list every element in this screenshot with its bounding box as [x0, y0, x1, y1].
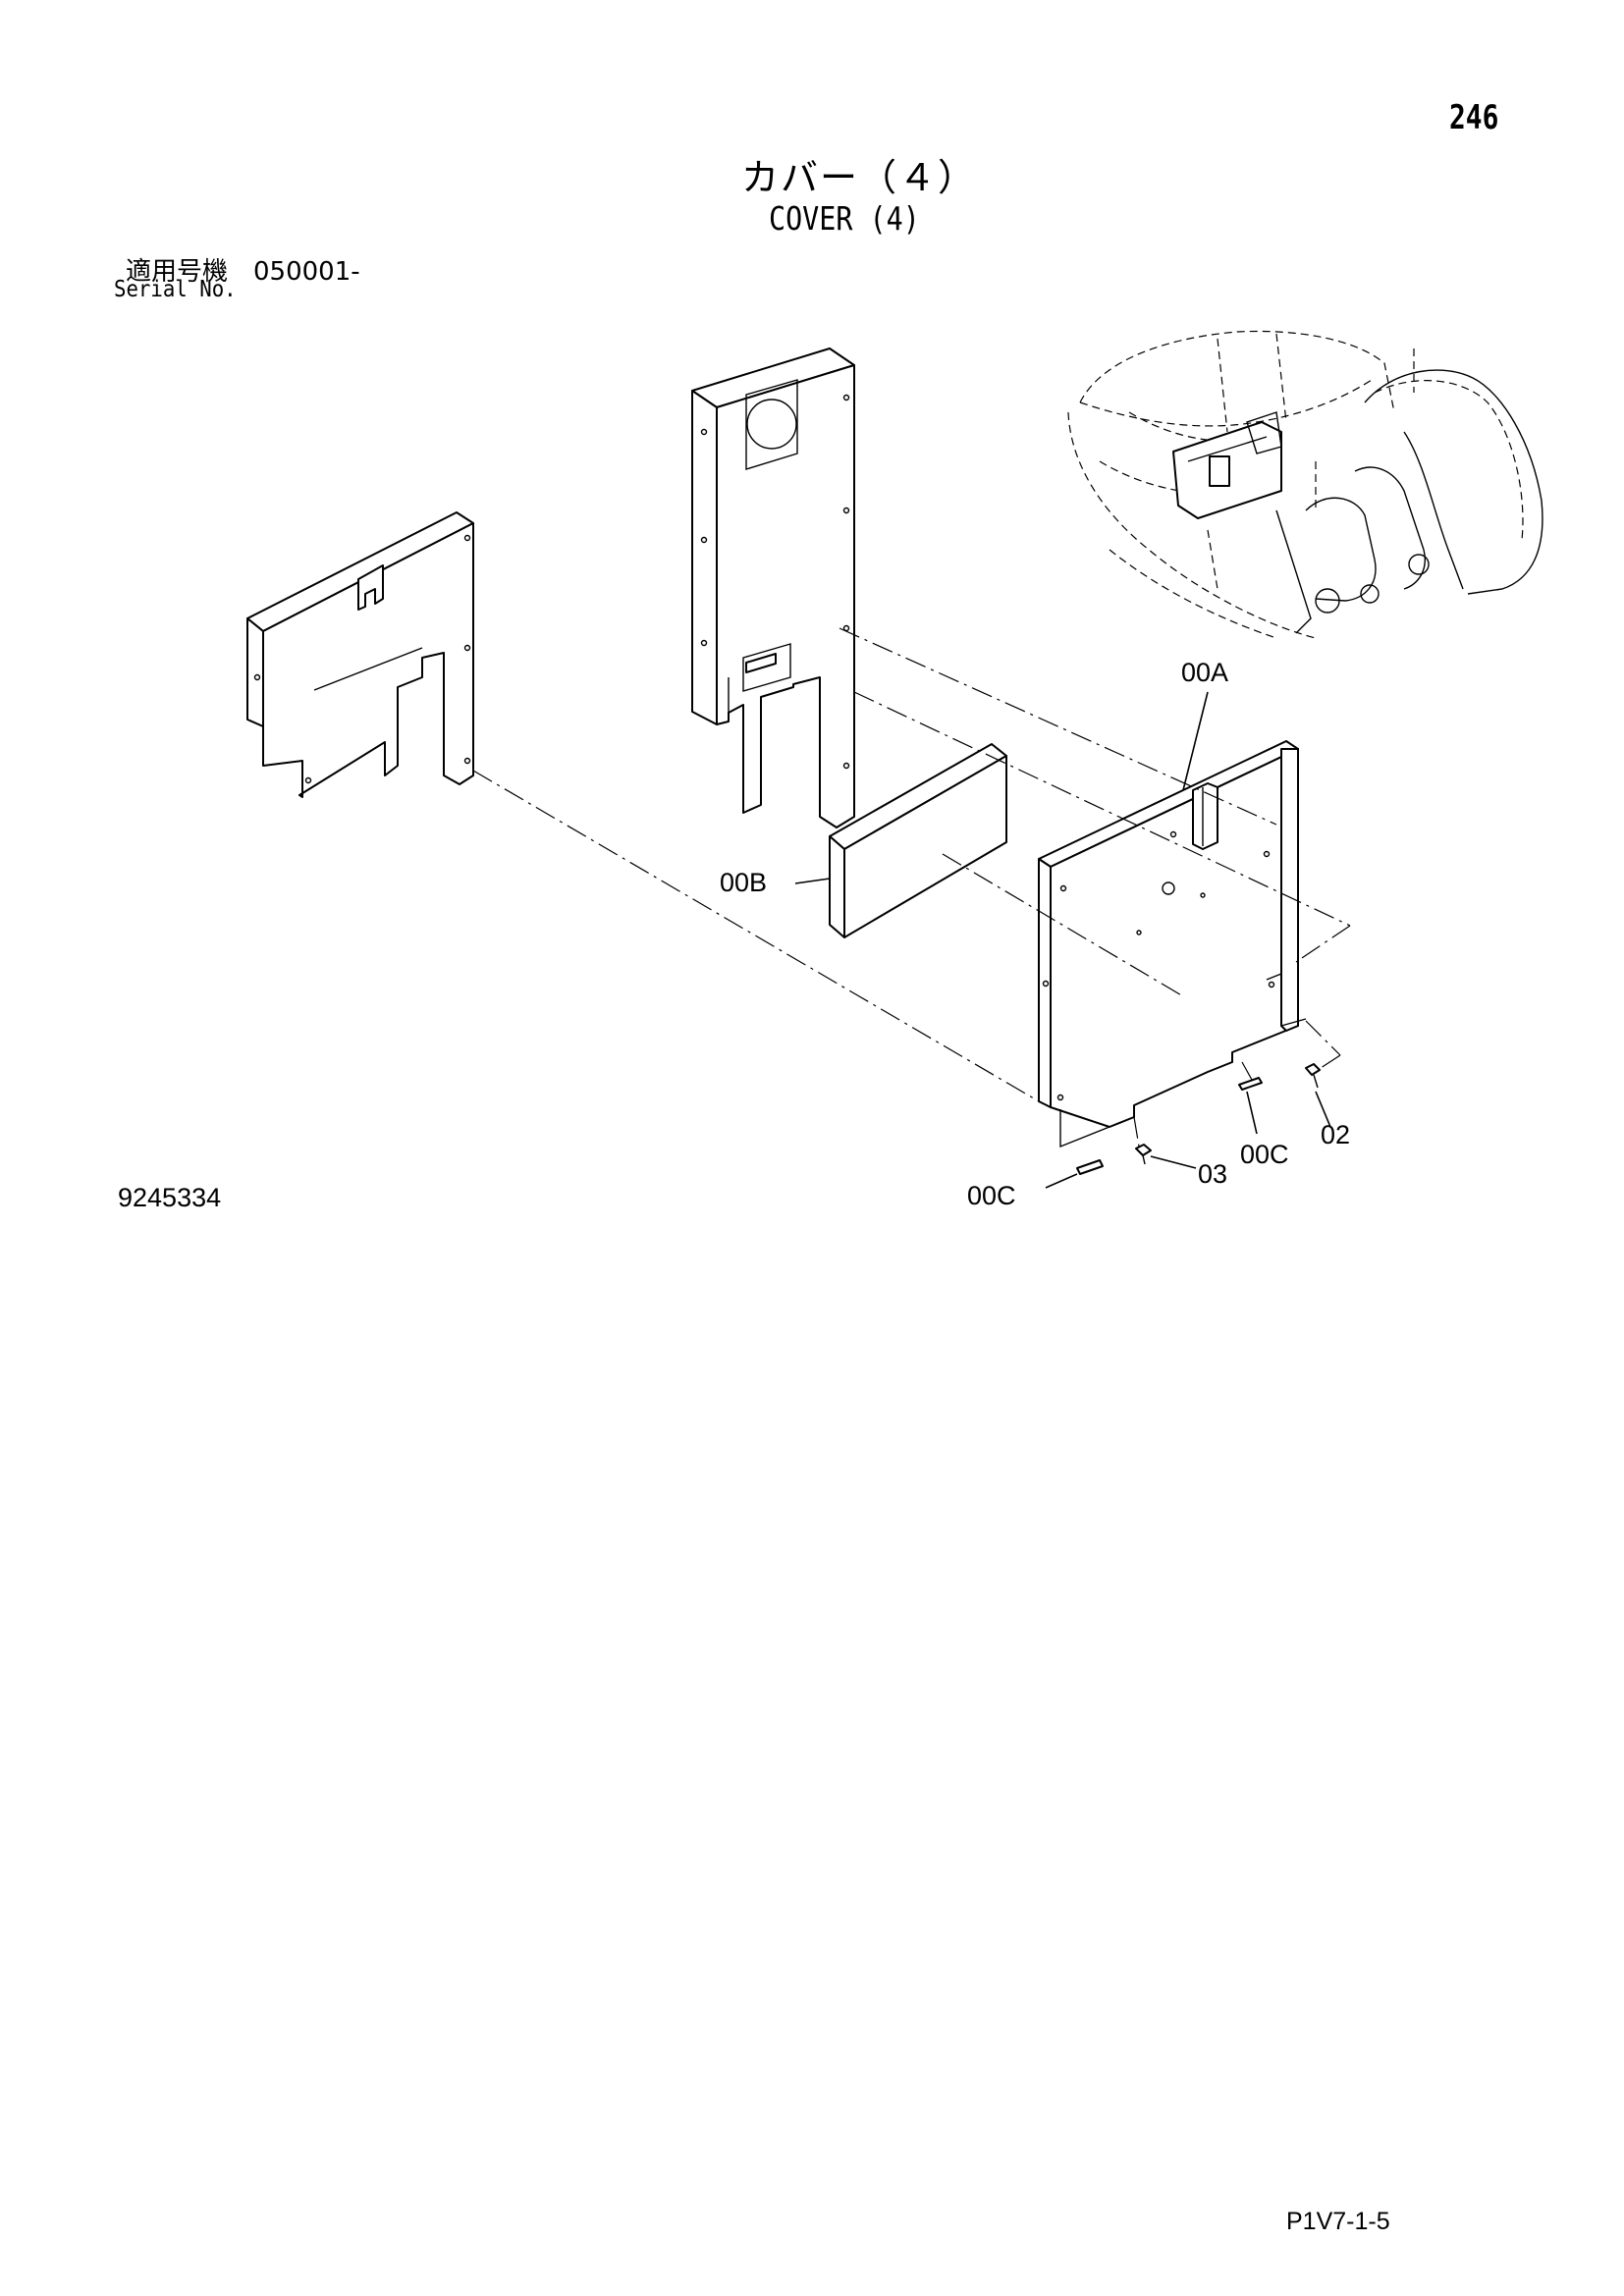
page-number: 246 [1449, 98, 1499, 137]
callout-03: 03 [1198, 1159, 1227, 1189]
page-code: P1V7-1-5 [1286, 2208, 1390, 2235]
foam-pad-00b [829, 743, 1007, 938]
callout-00a: 00A [1181, 658, 1228, 687]
page-title-japanese: カバー（４） [741, 156, 978, 199]
machine-location-view [1067, 330, 1543, 639]
nut-03 [1135, 1144, 1152, 1165]
cover-plate-00a [1038, 740, 1307, 1148]
exploded-parts-diagram: 00A 00B 00C 00C 02 03 [246, 330, 1543, 1210]
seal-strip-00c-right [1238, 1077, 1263, 1091]
callout-00c-right: 00C [1240, 1140, 1289, 1169]
leader-lines [794, 691, 1331, 1189]
callout-02: 02 [1321, 1120, 1350, 1149]
hardware-parts [1076, 1063, 1321, 1175]
callout-00b: 00B [720, 868, 767, 897]
serial-label-english: Serial No. [114, 277, 237, 302]
drawing-number: 9245334 [118, 1183, 222, 1212]
serial-range-japanese: 適用号機 050001- [126, 257, 360, 287]
seal-strip-00c-left [1076, 1159, 1104, 1175]
left-bracket-panel [246, 511, 474, 798]
center-tall-cover-panel [691, 347, 855, 828]
callout-00c-left: 00C [967, 1181, 1016, 1210]
bolt-02 [1305, 1063, 1321, 1089]
assembly-lines [472, 627, 1351, 1148]
page-title-english: COVER (4) [769, 199, 920, 238]
